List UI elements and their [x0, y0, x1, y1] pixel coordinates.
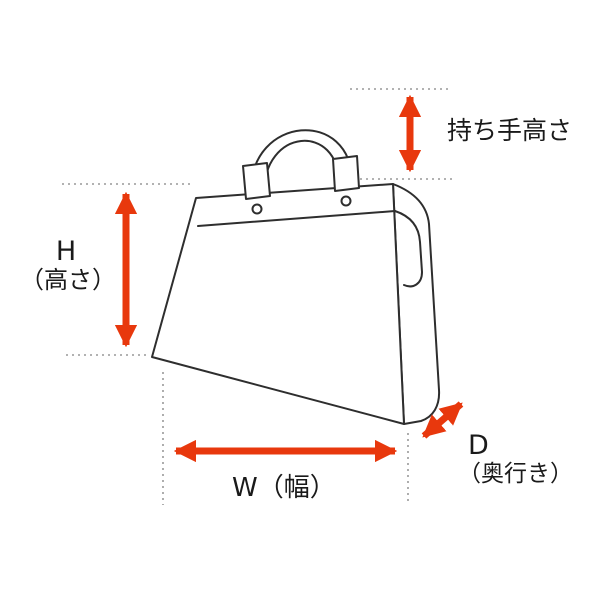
bag-flap-side-curve — [394, 210, 423, 288]
handbag-line-drawing — [151, 129, 441, 425]
bag-handle-inner-line — [262, 139, 340, 195]
bag-rivet-right — [340, 195, 352, 207]
bag-handle-tab-left — [242, 162, 271, 200]
guide-lines — [62, 88, 452, 505]
depth-letter: D — [468, 430, 489, 461]
bag-flap-edge-line — [197, 210, 396, 227]
depth-name: （奥行き） — [458, 461, 573, 488]
depth-label: D （奥行き） — [458, 430, 573, 487]
height-label: H （高さ） — [20, 236, 116, 295]
dimension-arrows — [114, 94, 464, 463]
bag-handle-tab-right — [332, 155, 360, 192]
handle-height-label: 持ち手高さ — [447, 116, 573, 145]
depth-arrow — [421, 401, 464, 439]
bag-rivet-left — [251, 203, 263, 215]
height-name: （高さ） — [20, 266, 116, 295]
height-letter: H — [55, 236, 77, 267]
width-label: W（幅） — [232, 473, 336, 503]
bag-front-face — [151, 183, 405, 425]
